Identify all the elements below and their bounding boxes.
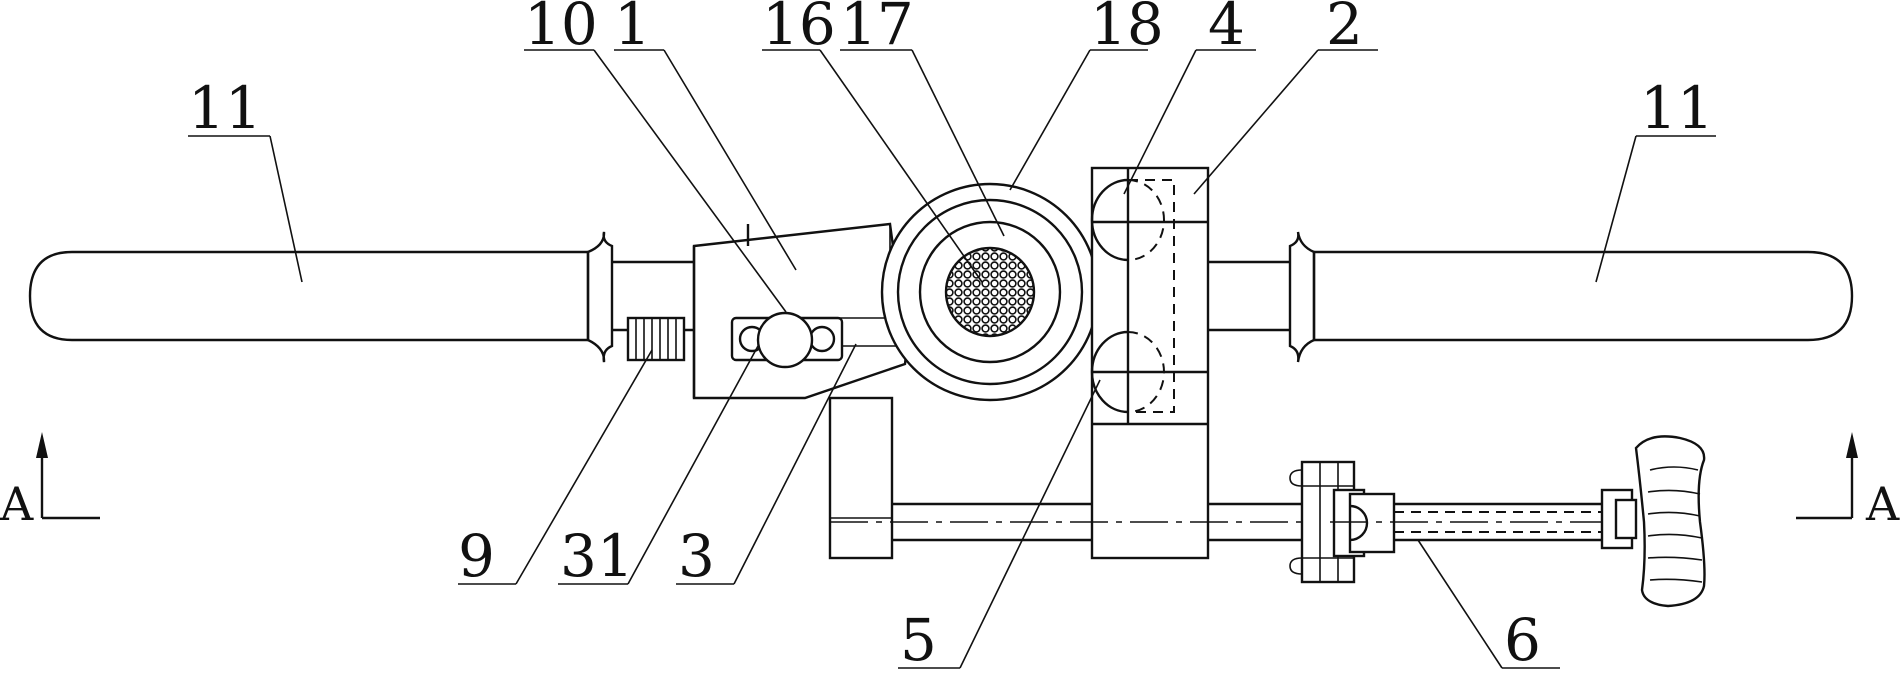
nut-bracket xyxy=(1289,460,1612,584)
left-handle-grip xyxy=(28,250,590,342)
lower-pulley xyxy=(1090,330,1165,414)
label-18: 18 xyxy=(1090,0,1164,58)
right-handle-collar xyxy=(1288,231,1316,363)
section-mark-right: A xyxy=(1796,432,1900,531)
screw-rod xyxy=(1394,502,1602,542)
label-6: 6 xyxy=(1504,606,1541,674)
reference-numerals: 10 1 16 17 18 4 2 11 11 9 31 3 5 6 xyxy=(188,0,1714,674)
section-letter-left: A xyxy=(0,477,34,531)
label-16: 16 xyxy=(762,0,836,58)
lower-arm xyxy=(828,396,894,560)
section-mark-left: A xyxy=(0,432,100,531)
cable-sheath xyxy=(918,220,1062,364)
label-11-right: 11 xyxy=(1640,74,1714,142)
right-handle-stem xyxy=(1208,260,1290,332)
label-17: 17 xyxy=(840,0,914,58)
main-body xyxy=(692,222,912,400)
upper-pulley xyxy=(1090,178,1165,262)
label-5: 5 xyxy=(900,606,937,674)
label-2: 2 xyxy=(1326,0,1363,58)
hand-knob xyxy=(1600,435,1706,608)
guide-rail xyxy=(830,502,1338,542)
label-9: 9 xyxy=(458,522,495,590)
adjusting-knurled-knob xyxy=(626,316,686,362)
clamp-block xyxy=(1090,166,1210,560)
label-4: 4 xyxy=(1208,0,1245,58)
label-10: 10 xyxy=(524,0,598,58)
label-11-left: 11 xyxy=(188,74,262,142)
label-1: 1 xyxy=(614,0,651,58)
right-handle-grip xyxy=(1312,250,1854,342)
pin-ball xyxy=(756,311,814,369)
cable-conductor xyxy=(944,246,1036,338)
label-31: 31 xyxy=(560,522,634,590)
leaders xyxy=(188,49,1716,669)
section-letter-right: A xyxy=(1865,477,1900,531)
label-3: 3 xyxy=(678,522,715,590)
